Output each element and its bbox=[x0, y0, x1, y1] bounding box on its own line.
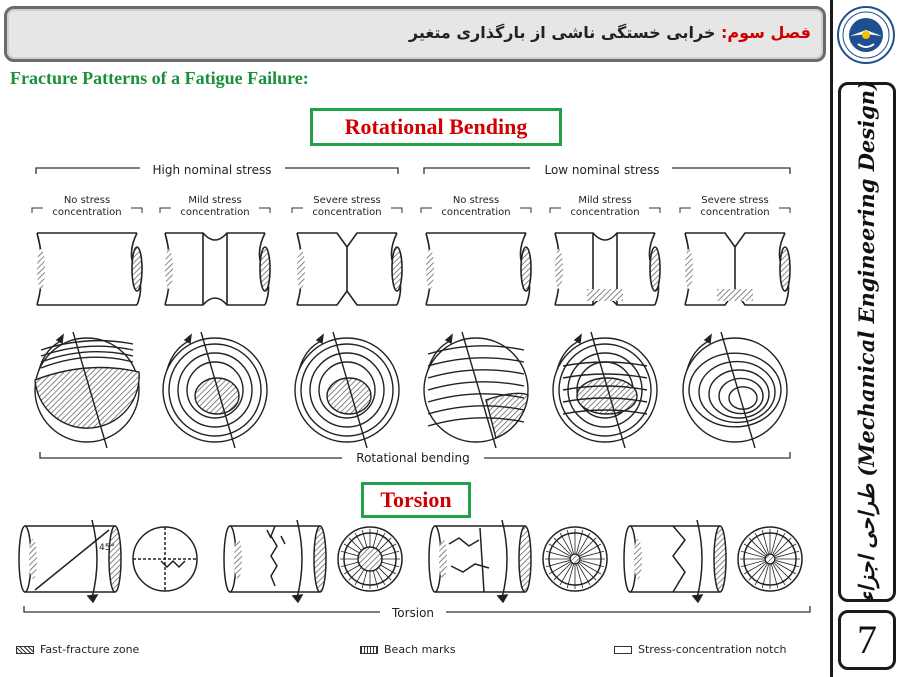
low-stress-label: Low nominal stress bbox=[544, 163, 659, 177]
column-bracket bbox=[679, 207, 691, 213]
angle-label: 45° bbox=[99, 543, 115, 553]
column-bracket bbox=[291, 207, 303, 213]
column-label-line1: Severe stress bbox=[701, 195, 768, 206]
course-title: طراحی اجزاء (Mechanical Engineering Desi… bbox=[854, 80, 879, 602]
shaft-specimen bbox=[296, 232, 403, 306]
header-text: فصل سوم: خرابی خستگی ناشی از بارگذاری مت… bbox=[409, 23, 811, 42]
legend-fast-fracture-label: Fast-fracture zone bbox=[40, 643, 140, 656]
shaft-specimen bbox=[554, 232, 661, 306]
legend-beach-marks-label: Beach marks bbox=[384, 643, 456, 656]
column-label-line2: concentration bbox=[180, 207, 249, 218]
column-bracket bbox=[649, 207, 661, 213]
column-bracket bbox=[420, 207, 432, 213]
fracture-face bbox=[162, 331, 268, 449]
column-label-line2: concentration bbox=[700, 207, 769, 218]
fracture-face bbox=[34, 331, 140, 449]
torsion-specimen bbox=[18, 519, 198, 604]
fatigue-fracture-figure: High nominal stress Low nominal stress R… bbox=[18, 163, 811, 620]
legend-notch: Stress-concentration notch bbox=[614, 643, 787, 656]
column-bracket bbox=[259, 207, 271, 213]
column-label-line1: Severe stress bbox=[313, 195, 380, 206]
high-stress-label: High nominal stress bbox=[153, 163, 272, 177]
notch-swatch bbox=[614, 645, 632, 654]
torsion-label: Torsion bbox=[361, 482, 471, 518]
column-bracket bbox=[520, 207, 532, 213]
chapter-label: فصل سوم: bbox=[721, 23, 811, 42]
legend-fast-fracture: Fast-fracture zone bbox=[16, 643, 139, 656]
page-number-box: 7 bbox=[838, 610, 896, 670]
column-bracket bbox=[131, 207, 143, 213]
column-bracket bbox=[391, 207, 403, 213]
column-label-line2: concentration bbox=[441, 207, 510, 218]
shaft-specimen bbox=[684, 232, 791, 306]
slide-subtitle: Fracture Patterns of a Fatigue Failure: bbox=[10, 68, 309, 88]
shaft-specimen bbox=[36, 232, 143, 306]
torsion-caption: Torsion bbox=[391, 606, 434, 620]
rotational-caption-line-left bbox=[39, 452, 342, 459]
column-bracket bbox=[779, 207, 791, 213]
fast-fracture-swatch bbox=[16, 645, 34, 654]
torsion-specimen bbox=[428, 519, 608, 604]
vertical-title-box bbox=[838, 82, 896, 602]
column-bracket bbox=[549, 207, 561, 213]
column-label-line1: Mild stress bbox=[578, 195, 631, 206]
column-label-line2: concentration bbox=[52, 207, 121, 218]
torsion-caption-line-left bbox=[23, 606, 380, 613]
low-stress-bracket-right bbox=[672, 167, 791, 174]
beach-marks-swatch bbox=[360, 645, 378, 654]
legend-beach-marks: Beach marks bbox=[360, 643, 456, 656]
shaft-specimen bbox=[425, 232, 532, 306]
rotational-caption: Rotational bending bbox=[356, 451, 469, 465]
rotational-caption-line-right bbox=[484, 452, 791, 459]
low-stress-bracket-left bbox=[423, 167, 530, 174]
legend-notch-label: Stress-concentration notch bbox=[638, 643, 787, 656]
shaft-specimen bbox=[164, 232, 271, 306]
chapter-header: فصل سوم: خرابی خستگی ناشی از بارگذاری مت… bbox=[4, 6, 826, 62]
university-logo-icon bbox=[837, 6, 895, 64]
high-stress-bracket-right bbox=[285, 167, 399, 174]
column-bracket bbox=[31, 207, 43, 213]
column-label-line1: No stress bbox=[453, 195, 499, 206]
torsion-specimen bbox=[223, 519, 403, 604]
column-label-line2: concentration bbox=[570, 207, 639, 218]
high-stress-bracket-left bbox=[35, 167, 140, 174]
fracture-face bbox=[552, 331, 658, 449]
rotational-bending-label: Rotational Bending bbox=[310, 108, 562, 146]
torsion-specimen bbox=[623, 519, 803, 604]
torsion-caption-line-right bbox=[446, 606, 811, 613]
column-label-line1: No stress bbox=[64, 195, 110, 206]
fracture-face bbox=[682, 331, 788, 449]
column-label-line1: Mild stress bbox=[188, 195, 241, 206]
page-number: 7 bbox=[857, 617, 877, 662]
column-label-line2: concentration bbox=[312, 207, 381, 218]
chapter-title: خرابی خستگی ناشی از بارگذاری متغیر bbox=[408, 23, 716, 42]
fracture-face bbox=[423, 331, 529, 449]
fracture-face bbox=[294, 331, 400, 449]
column-bracket bbox=[159, 207, 171, 213]
